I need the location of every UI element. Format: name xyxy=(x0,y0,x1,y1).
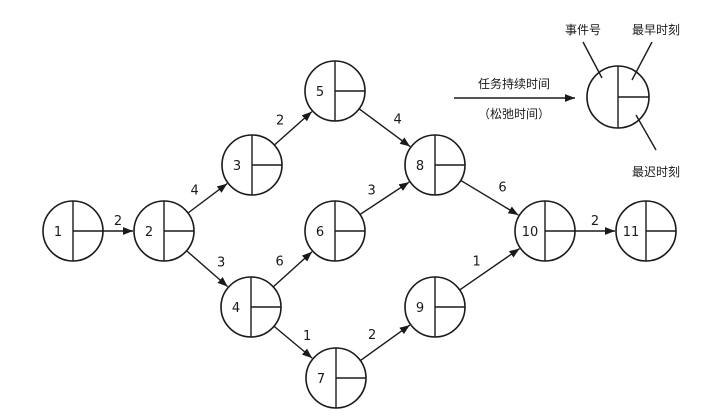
edge-duration-2-4: 3 xyxy=(217,256,225,271)
edge-2-4 xyxy=(186,250,229,288)
node-6: 6 xyxy=(304,200,366,262)
edge-duration-5-8: 4 xyxy=(393,113,401,128)
edge-duration-8-10: 6 xyxy=(498,181,506,196)
node-label-6: 6 xyxy=(316,225,324,240)
legend-earliest-time: 最早时刻 xyxy=(632,23,680,37)
edge-4-6 xyxy=(272,251,313,288)
node-label-5: 5 xyxy=(316,85,324,100)
node-label-8: 8 xyxy=(416,159,424,174)
edge-duration-9-10: 1 xyxy=(472,254,480,269)
edges-layer: 2 4 3 2 6 1 4 3 2 6 1 2 xyxy=(103,108,615,362)
edge-4-7 xyxy=(273,325,313,359)
legend-latest-time-pointer xyxy=(635,114,657,151)
node-label-9: 9 xyxy=(416,301,424,316)
edge-3-5 xyxy=(273,111,313,146)
node-5: 5 xyxy=(304,60,366,122)
node-2: 2 xyxy=(133,200,195,262)
node-label-1: 1 xyxy=(54,225,62,240)
node-9: 9 xyxy=(404,276,466,338)
edge-duration-2-3: 4 xyxy=(190,183,198,198)
edge-5-8 xyxy=(358,108,411,148)
edge-6-8 xyxy=(359,181,410,216)
node-7: 7 xyxy=(305,347,367,409)
node-8: 8 xyxy=(404,134,466,196)
node-label-4: 4 xyxy=(232,301,240,316)
edge-duration-4-6: 6 xyxy=(275,254,283,269)
legend-event-number-pointer xyxy=(582,41,603,79)
edge-9-10 xyxy=(459,248,520,291)
legend-task-duration: 任务持续时间 xyxy=(478,76,550,91)
edge-duration-6-8: 3 xyxy=(367,183,375,198)
edge-8-10 xyxy=(460,179,519,216)
node-label-3: 3 xyxy=(233,159,241,174)
node-11: 11 xyxy=(615,200,677,262)
node-10: 10 xyxy=(514,200,576,262)
legend-event-number: 事件号 xyxy=(565,23,601,37)
legend-earliest-time-pointer xyxy=(631,41,653,81)
edge-duration-4-7: 1 xyxy=(303,329,311,344)
legend: 任务持续时间 （松弛时间） 事件号 最早时刻 最迟时刻 xyxy=(454,23,680,179)
node-3: 3 xyxy=(221,134,283,196)
legend-latest-time: 最迟时刻 xyxy=(632,165,680,179)
edge-2-3 xyxy=(187,183,228,214)
legend-slack-time: （松弛时间） xyxy=(478,107,550,121)
edge-duration-10-11: 2 xyxy=(591,214,599,229)
edge-7-9 xyxy=(359,324,411,362)
node-1: 1 xyxy=(42,200,104,262)
node-4: 4 xyxy=(220,276,282,338)
node-label-2: 2 xyxy=(145,225,153,240)
node-label-11: 11 xyxy=(623,225,640,240)
edge-duration-7-9: 2 xyxy=(368,328,376,343)
node-label-10: 10 xyxy=(522,225,539,240)
edge-duration-1-2: 2 xyxy=(114,214,122,229)
edge-duration-3-5: 2 xyxy=(276,113,284,128)
node-label-7: 7 xyxy=(317,372,325,387)
